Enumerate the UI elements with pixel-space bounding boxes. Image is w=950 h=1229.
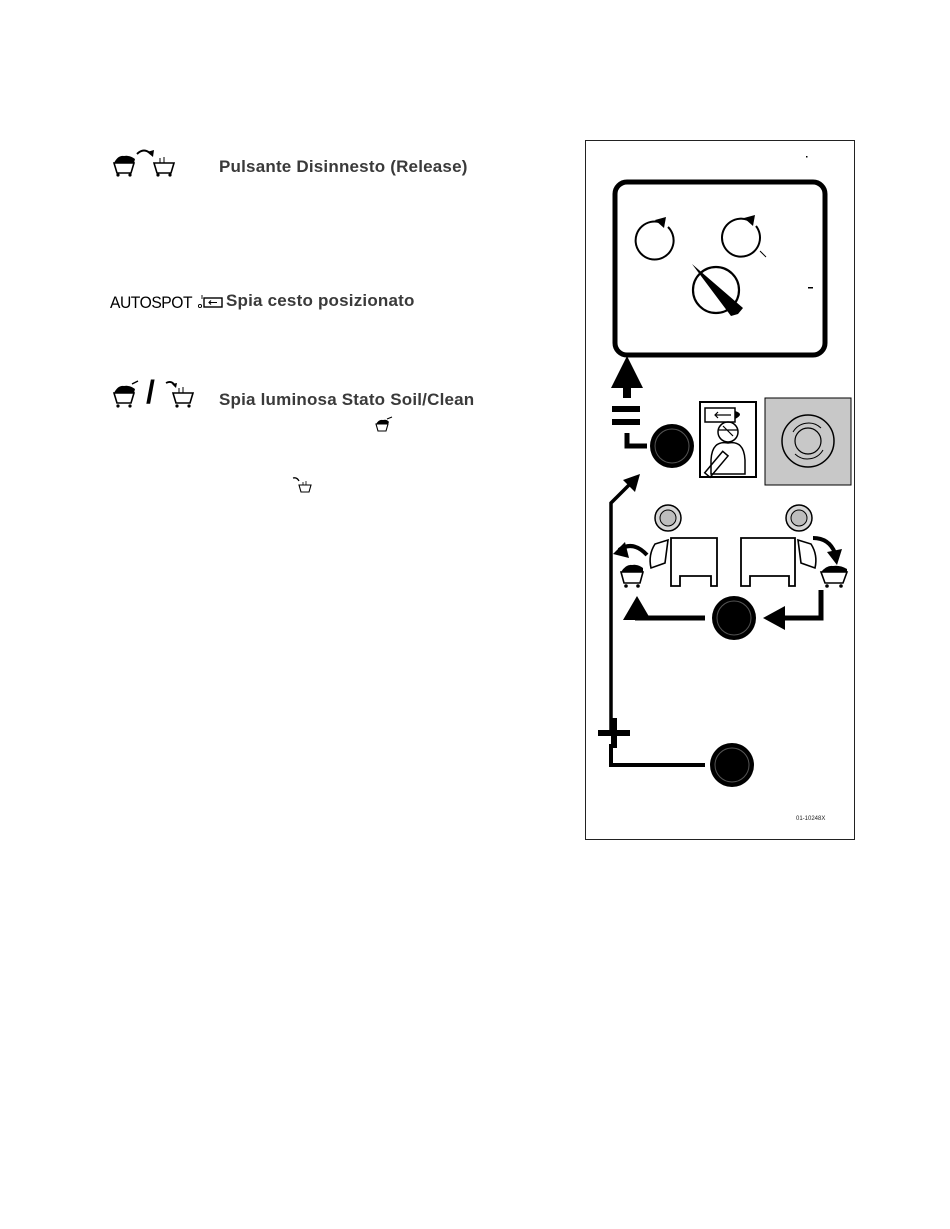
rotate-left-icon bbox=[636, 221, 674, 259]
clean-side-door bbox=[741, 538, 795, 586]
rotate-right-icon bbox=[722, 219, 760, 257]
selector-window bbox=[615, 182, 825, 355]
clean-basket-small-icon bbox=[291, 476, 315, 496]
dirty-basket-panel-icon bbox=[621, 572, 643, 583]
emergency-stop bbox=[765, 398, 851, 485]
autospot-label: AUTOSPOT bbox=[110, 293, 192, 313]
stop-symbol bbox=[612, 406, 640, 412]
clean-basket-icon bbox=[164, 380, 196, 410]
dirty-to-clean-basket-icon bbox=[110, 146, 180, 178]
dirty-basket-small-icon bbox=[374, 416, 394, 434]
key-switch bbox=[700, 402, 756, 477]
status-separator: / bbox=[146, 374, 155, 411]
clean-basket-panel-icon bbox=[821, 572, 847, 583]
dirty-side-door bbox=[671, 538, 717, 586]
drawing-code: 01-10248X bbox=[796, 816, 825, 822]
basket-positioned-light-label: Spia cesto posizionato bbox=[226, 291, 415, 311]
status-light-label: Spia luminosa Stato Soil/Clean bbox=[219, 390, 474, 410]
start-button[interactable] bbox=[710, 743, 754, 787]
door-button[interactable] bbox=[712, 596, 756, 640]
battery-icon bbox=[196, 293, 226, 313]
control-panel-drawing bbox=[585, 140, 855, 840]
release-button-label: Pulsante Disinnesto (Release) bbox=[219, 157, 468, 177]
selector-pointer bbox=[692, 264, 743, 316]
stop-button[interactable] bbox=[650, 424, 694, 468]
dirty-basket-icon bbox=[110, 380, 142, 410]
